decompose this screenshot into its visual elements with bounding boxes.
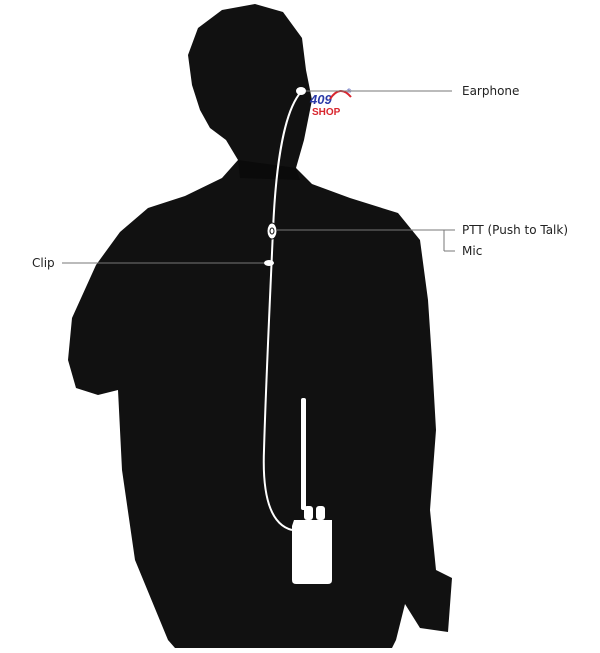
mic-label: Mic (462, 244, 482, 258)
radio-antenna (301, 398, 306, 510)
person-silhouette (68, 4, 452, 648)
radio-knob-right (316, 506, 325, 520)
ptt-label: PTT (Push to Talk) (462, 223, 568, 237)
logo-line2: SHOP (312, 107, 341, 118)
headset-cable (262, 91, 302, 531)
radio-device (292, 398, 332, 584)
radio-knob-left (304, 506, 313, 520)
neck-shading (238, 160, 300, 180)
ptt-button (266, 222, 278, 240)
clip-label: Clip (32, 256, 55, 270)
earphone-bud (296, 87, 306, 95)
shop-logo: 409 SHOP ® (309, 88, 352, 118)
earphone-label: Earphone (462, 84, 519, 98)
radio-body (292, 520, 332, 584)
ptt-button-center (269, 227, 275, 235)
logo-line1: 409 (309, 92, 332, 107)
clip-marker (264, 260, 274, 266)
